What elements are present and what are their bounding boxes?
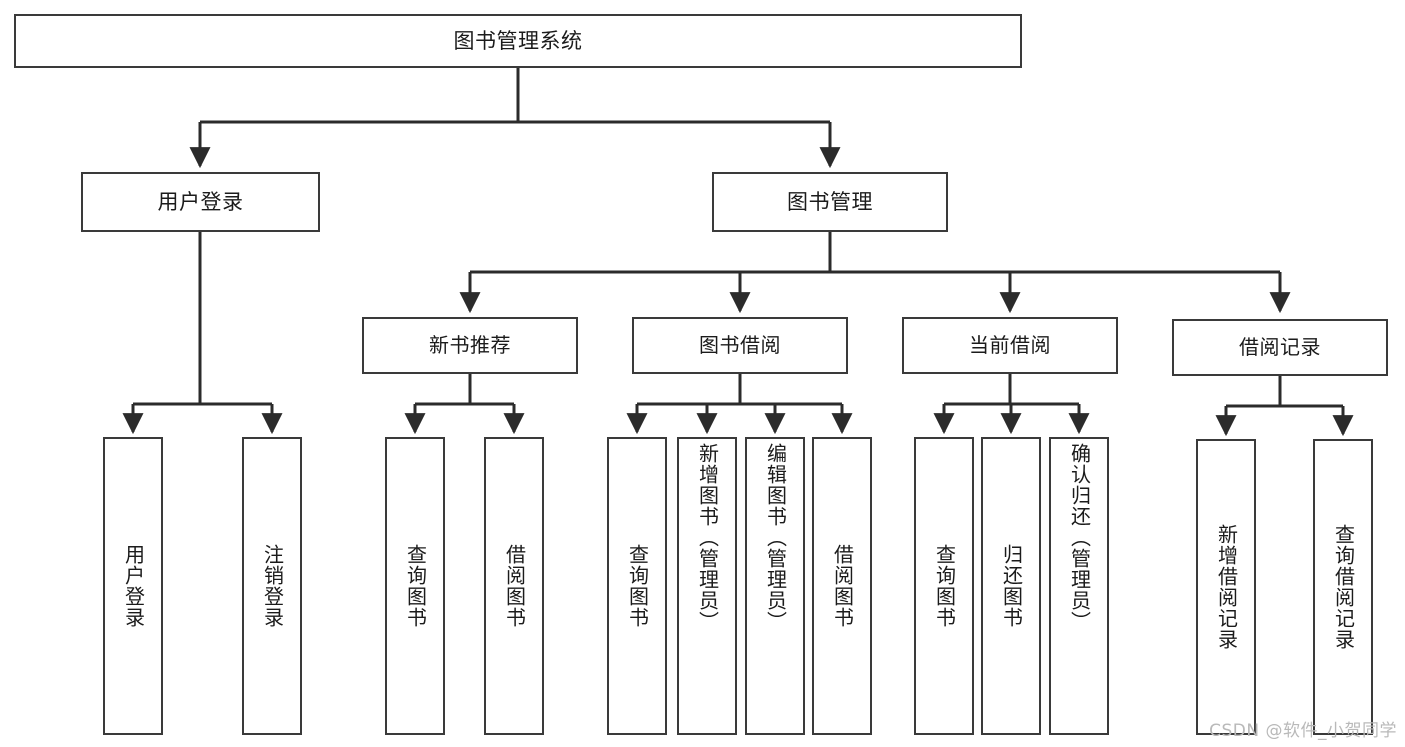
leaf-label: 确认归还（管理员） xyxy=(1067,443,1092,632)
node-label: 图书借阅 xyxy=(699,333,781,357)
leaf-label: 用户登录 xyxy=(121,544,146,628)
leaf-query-book-borrow[interactable]: 查询图书 xyxy=(607,437,667,735)
node-label: 图书管理 xyxy=(787,189,873,214)
leaf-edit-book-admin[interactable]: 编辑图书（管理员） xyxy=(745,437,805,735)
leaf-label: 注销登录 xyxy=(260,544,285,628)
node-label: 图书管理系统 xyxy=(453,28,583,53)
node-new-book-recommend[interactable]: 新书推荐 xyxy=(362,317,578,374)
leaf-label: 新增图书（管理员） xyxy=(695,443,720,632)
node-label: 当前借阅 xyxy=(969,333,1051,357)
leaf-borrow-book[interactable]: 借阅图书 xyxy=(812,437,872,735)
watermark-text: CSDN @软件_小贺同学 xyxy=(1209,721,1397,741)
leaf-borrow-book-recommend[interactable]: 借阅图书 xyxy=(484,437,544,735)
node-book-manage[interactable]: 图书管理 xyxy=(712,172,948,232)
leaf-label: 借阅图书 xyxy=(830,544,855,628)
node-user-login[interactable]: 用户登录 xyxy=(81,172,320,232)
leaf-query-borrow-record[interactable]: 查询借阅记录 xyxy=(1313,439,1373,735)
leaf-label: 查询图书 xyxy=(403,544,428,628)
leaf-label: 查询借阅记录 xyxy=(1331,524,1356,650)
node-borrow-record[interactable]: 借阅记录 xyxy=(1172,319,1388,376)
leaf-add-book-admin[interactable]: 新增图书（管理员） xyxy=(677,437,737,735)
leaf-logout-login[interactable]: 注销登录 xyxy=(242,437,302,735)
leaf-label: 归还图书 xyxy=(999,544,1024,628)
node-current-borrow[interactable]: 当前借阅 xyxy=(902,317,1118,374)
node-label: 用户登录 xyxy=(157,189,244,214)
leaf-label: 借阅图书 xyxy=(502,544,527,628)
node-root-system[interactable]: 图书管理系统 xyxy=(14,14,1022,68)
leaf-add-borrow-record[interactable]: 新增借阅记录 xyxy=(1196,439,1256,735)
leaf-query-book-current[interactable]: 查询图书 xyxy=(914,437,974,735)
leaf-label: 查询图书 xyxy=(625,544,650,628)
leaf-confirm-return-admin[interactable]: 确认归还（管理员） xyxy=(1049,437,1109,735)
leaf-user-login[interactable]: 用户登录 xyxy=(103,437,163,735)
leaf-label: 编辑图书（管理员） xyxy=(763,443,788,632)
node-book-borrow[interactable]: 图书借阅 xyxy=(632,317,848,374)
node-label: 新书推荐 xyxy=(429,333,511,357)
leaf-return-book[interactable]: 归还图书 xyxy=(981,437,1041,735)
node-label: 借阅记录 xyxy=(1239,335,1321,359)
leaf-label: 新增借阅记录 xyxy=(1214,524,1239,650)
leaf-label: 查询图书 xyxy=(932,544,957,628)
leaf-query-book-recommend[interactable]: 查询图书 xyxy=(385,437,445,735)
